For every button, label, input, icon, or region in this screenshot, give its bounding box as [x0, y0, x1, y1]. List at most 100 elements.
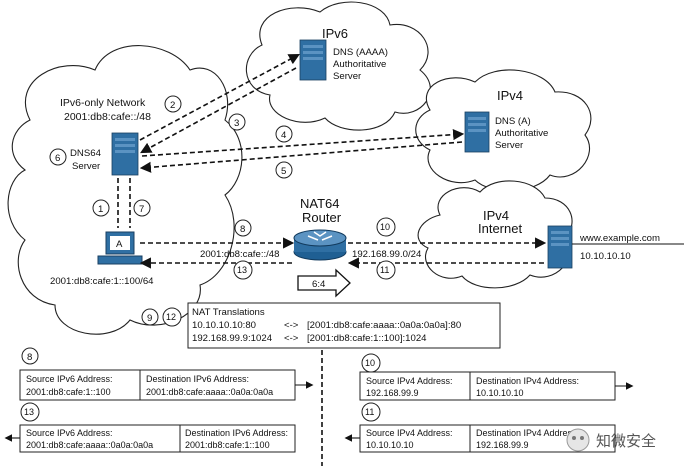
step-13: 13: [233, 260, 253, 280]
www-address: 10.10.10.10: [580, 251, 631, 262]
svg-text:192.168.99.9: 192.168.99.9: [476, 440, 529, 450]
host-a-label: A: [116, 239, 123, 250]
svg-text:Destination IPv6 Address:: Destination IPv6 Address:: [185, 428, 288, 438]
svg-text:2001:db8:cafe:aaaa::0a0a:0a0a: 2001:db8:cafe:aaaa::0a0a:0a0a: [146, 387, 273, 397]
dns64-server-icon: [111, 132, 139, 176]
nat-table-title: NAT Translations: [192, 307, 265, 318]
svg-text:2001:db8:cafe:1::100: 2001:db8:cafe:1::100: [26, 387, 111, 397]
svg-text:8: 8: [240, 224, 245, 235]
step-13-packet-marker: 13: [20, 402, 40, 422]
nat-translation-table: NAT Translations 10.10.10.10:80 <-> [200…: [187, 302, 501, 349]
step-10-packet-marker: 10: [361, 353, 381, 373]
host-a-computer-icon: [97, 231, 143, 265]
svg-text:10.10.10.10: 10.10.10.10: [366, 440, 414, 450]
svg-text:4: 4: [281, 130, 287, 141]
dns-a-label-3: Server: [495, 140, 524, 151]
svg-text:6: 6: [55, 153, 60, 164]
host-a-address: 2001:db8:cafe:1::100/64: [50, 276, 154, 287]
svg-text:Source IPv6 Address:: Source IPv6 Address:: [26, 428, 113, 438]
step-8-packet-marker: 8: [21, 347, 39, 365]
ipv6-cloud-label: IPv6: [322, 26, 348, 41]
step-7: 7: [133, 199, 151, 217]
router-label-1: NAT64: [300, 196, 340, 211]
dns-a-server-icon: [464, 111, 490, 153]
svg-text:9: 9: [147, 313, 152, 324]
packet-8-header: Source IPv6 Address: 2001:db8:cafe:1::10…: [19, 369, 314, 401]
step-12: 12: [162, 307, 182, 327]
nat-row-2-arrow: <->: [284, 333, 299, 344]
svg-text:10.10.10.10: 10.10.10.10: [476, 388, 524, 398]
ratio-arrow-6-4: [297, 268, 351, 298]
svg-text:10: 10: [365, 358, 375, 368]
flow-5: [139, 141, 463, 173]
www-server-icon: [547, 225, 573, 269]
router-left-prefix: 2001:db8:cafe::/48: [200, 249, 279, 260]
svg-text:2: 2: [170, 100, 175, 111]
flow-3: [140, 67, 297, 154]
ipv4-internet-label-1: IPv4: [483, 208, 509, 223]
dns64-label-1: DNS64: [70, 148, 102, 159]
step-2: 2: [164, 95, 182, 113]
step-8: 8: [234, 219, 252, 237]
packet-13-header: Source IPv6 Address: 2001:db8:cafe:aaaa:…: [4, 424, 296, 453]
ratio-label: 6:4: [312, 279, 326, 290]
ipv4-internet-label-2: Internet: [478, 221, 522, 236]
ipv4-cloud-label: IPv4: [497, 88, 523, 103]
dns-aaaa-label-2: Authoritative: [333, 59, 386, 70]
ipv4-cloud: [415, 69, 592, 192]
ipv6-only-network-label: IPv6-only Network: [60, 97, 146, 109]
dns-a-label-2: Authoritative: [495, 128, 548, 139]
step-6: 6: [49, 148, 67, 166]
ipv6-only-network-prefix: 2001:db8:cafe::/48: [64, 111, 151, 123]
flow-4: [141, 129, 465, 157]
step-9: 9: [141, 308, 159, 326]
nat-row-1-ipv6: [2001:db8:cafe:aaaa::0a0a:0a0a]:80: [307, 320, 461, 331]
svg-text:Destination IPv6 Address:: Destination IPv6 Address:: [146, 374, 249, 384]
router-label-2: Router: [302, 210, 342, 225]
svg-text:10: 10: [380, 222, 390, 232]
router-right-prefix: 192.168.99.0/24: [352, 249, 422, 260]
step-11: 11: [376, 260, 396, 280]
nat-row-1-ipv4: 10.10.10.10:80: [192, 320, 256, 331]
svg-text:Source IPv6 Address:: Source IPv6 Address:: [26, 374, 113, 384]
svg-text:1: 1: [98, 204, 103, 215]
svg-text:Source IPv4 Address:: Source IPv4 Address:: [366, 376, 453, 386]
svg-text:Source IPv4 Address:: Source IPv4 Address:: [366, 428, 453, 438]
step-11-packet-marker: 11: [361, 402, 381, 422]
www-hostname: www.example.com: [579, 233, 660, 244]
svg-text:Destination IPv4 Address:: Destination IPv4 Address:: [476, 428, 579, 438]
svg-text:192.168.99.9: 192.168.99.9: [366, 388, 419, 398]
dns64-label-2: Server: [72, 161, 101, 172]
svg-text:8: 8: [27, 352, 32, 363]
svg-text:7: 7: [139, 204, 144, 215]
dns-a-label-1: DNS (A): [495, 116, 531, 127]
nat-row-2-ipv6: [2001:db8:cafe:1::100]:1024: [307, 333, 427, 344]
svg-text:13: 13: [24, 407, 34, 417]
nat64-router-icon: [293, 229, 347, 261]
watermark-text: 知微安全: [596, 432, 656, 450]
packet-11-header: Source IPv4 Address: 10.10.10.10 Destina…: [344, 424, 616, 453]
dns-aaaa-label-3: Server: [333, 71, 362, 82]
packet-10-header: Source IPv4 Address: 192.168.99.9 Destin…: [359, 371, 634, 401]
dns-aaaa-label-1: DNS (AAAA): [333, 47, 388, 58]
svg-text:12: 12: [166, 312, 176, 322]
step-10: 10: [376, 217, 396, 237]
svg-text:13: 13: [237, 265, 247, 275]
step-5: 5: [275, 161, 293, 179]
svg-text:2001:db8:cafe:aaaa::0a0a:0a0a: 2001:db8:cafe:aaaa::0a0a:0a0a: [26, 440, 153, 450]
dns-aaaa-server-icon: [299, 39, 327, 81]
nat-row-2-ipv4: 192.168.99.9:1024: [192, 333, 273, 344]
svg-text:3: 3: [234, 118, 239, 129]
svg-text:Destination IPv4 Address:: Destination IPv4 Address:: [476, 376, 579, 386]
ipv6-only-network-cloud: [7, 45, 243, 335]
svg-text:11: 11: [380, 265, 389, 275]
svg-text:2001:db8:cafe:1::100: 2001:db8:cafe:1::100: [185, 440, 270, 450]
svg-text:11: 11: [365, 407, 374, 417]
nat-row-1-arrow: <->: [284, 320, 299, 331]
flow-2: [139, 53, 300, 141]
watermark-logo-icon: [566, 428, 590, 452]
step-3: 3: [228, 113, 246, 131]
step-4: 4: [275, 125, 293, 143]
step-1: 1: [92, 199, 110, 217]
